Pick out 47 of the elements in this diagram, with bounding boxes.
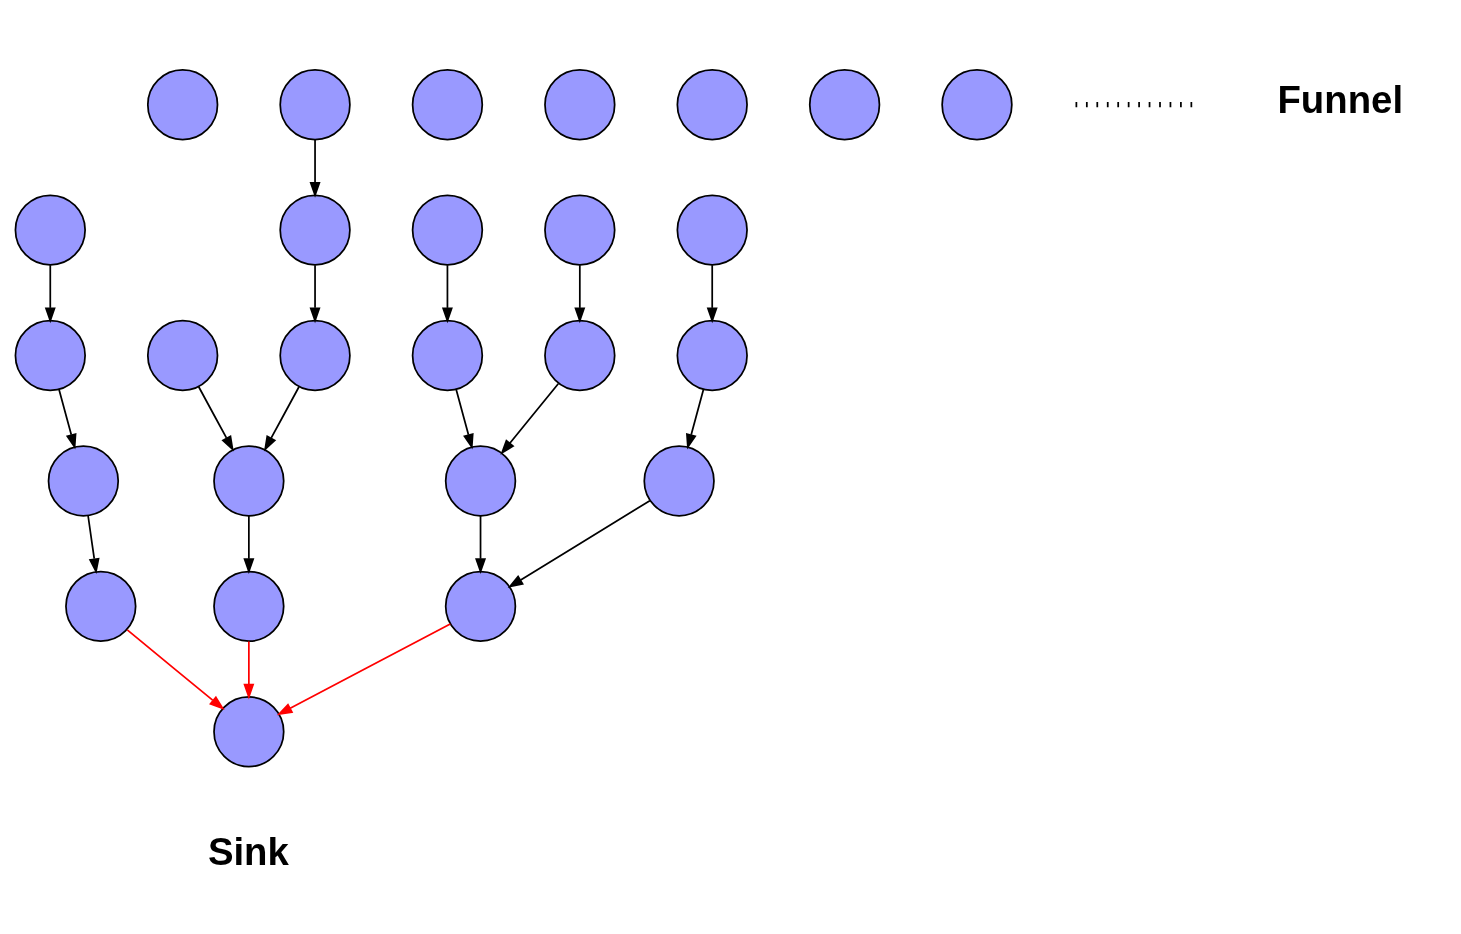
node-circle	[279, 194, 351, 266]
node-circle	[65, 570, 137, 643]
arrow	[87, 515, 100, 574]
node-circle	[213, 570, 285, 643]
arrow	[475, 515, 487, 574]
arrow	[197, 385, 234, 452]
arrow	[309, 264, 321, 324]
arrow	[500, 382, 560, 455]
node-circle	[14, 319, 86, 392]
arrow	[243, 515, 255, 574]
arrow	[455, 388, 474, 450]
node-circle	[14, 194, 86, 266]
node-circle	[941, 68, 1013, 141]
legend-label: Funnel	[1277, 77, 1404, 121]
arrow	[507, 499, 651, 588]
arrow	[126, 629, 225, 711]
node-circle	[411, 319, 484, 392]
node-circle	[544, 319, 616, 392]
node-circle	[213, 445, 285, 517]
node-circle	[146, 319, 219, 392]
node-circle	[808, 68, 881, 141]
node-circle	[676, 319, 748, 392]
arrow	[58, 388, 77, 450]
node-circle	[676, 68, 748, 141]
node-circle	[411, 194, 484, 266]
node-circle	[279, 319, 351, 392]
node-circle	[544, 194, 616, 266]
node-circle	[146, 68, 219, 141]
arrow	[243, 640, 255, 700]
arrow	[441, 264, 453, 324]
arrow	[706, 264, 718, 324]
node-circle	[213, 696, 285, 768]
node-circle	[444, 570, 517, 643]
arrow	[44, 264, 56, 324]
node-circle	[544, 68, 616, 141]
arrow	[276, 623, 452, 716]
node-label: Sink	[207, 830, 289, 874]
arrow	[309, 138, 321, 198]
node-circle	[643, 445, 715, 517]
node-circle	[279, 68, 351, 141]
node-circle	[47, 445, 120, 517]
node-circle	[444, 445, 517, 517]
arrow	[685, 388, 705, 450]
arrow	[263, 385, 300, 452]
node-circle	[411, 68, 484, 141]
node-circle	[676, 194, 748, 266]
arrow	[574, 264, 586, 324]
